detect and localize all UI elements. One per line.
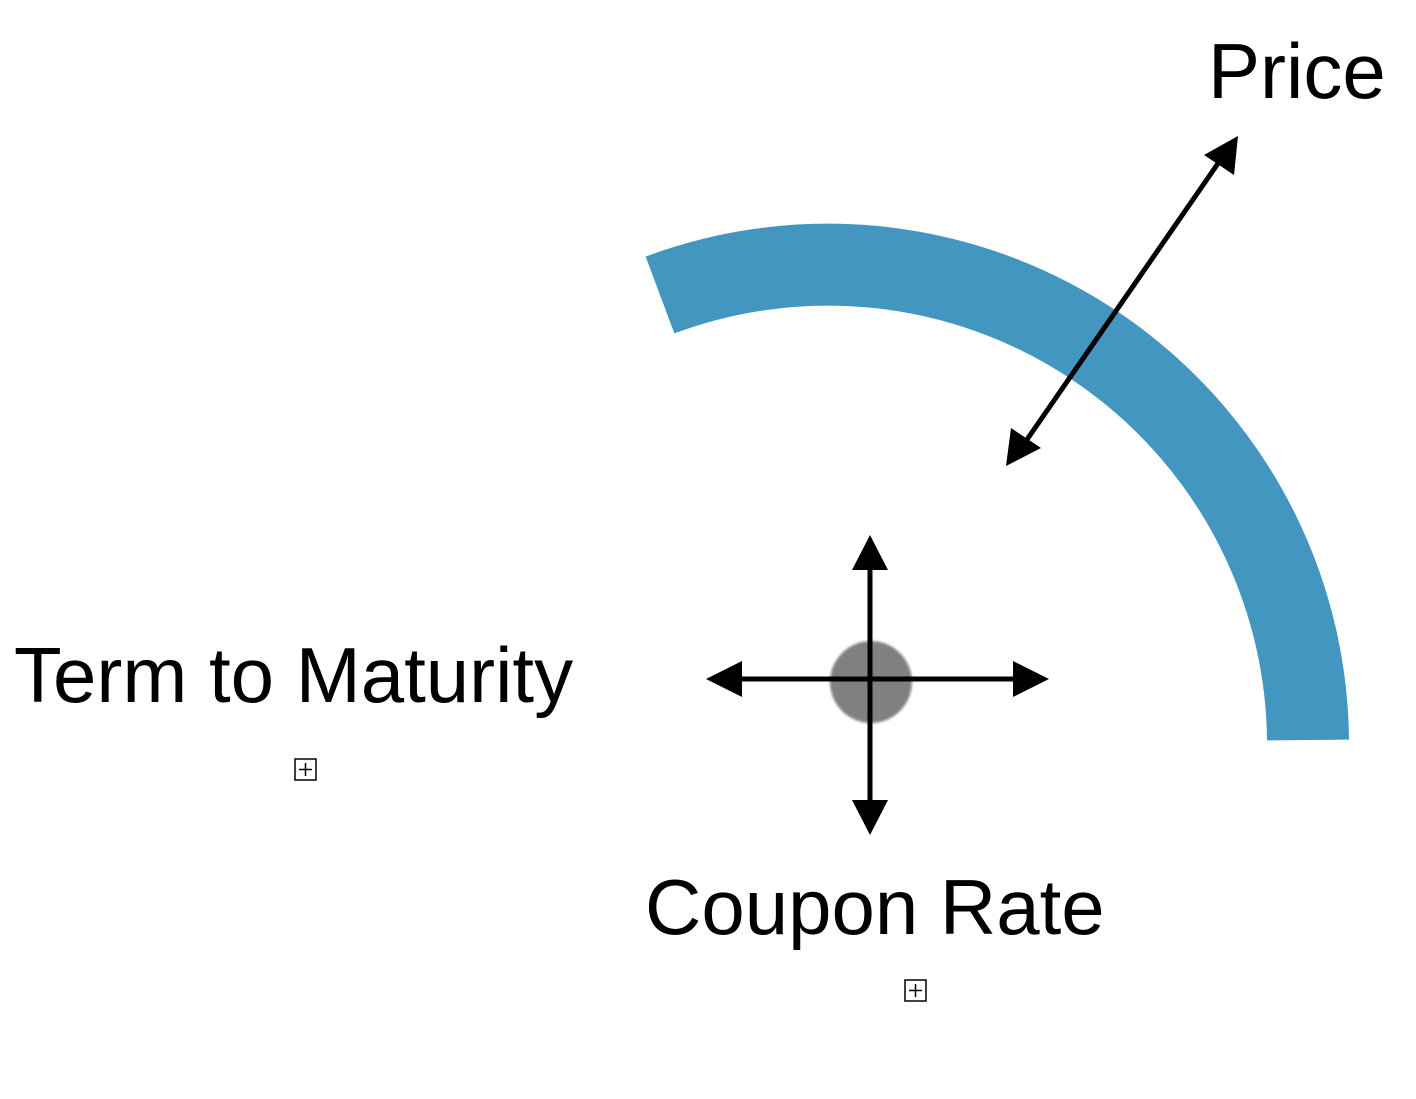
plus-box-icon[interactable] (294, 758, 317, 781)
price-arrow (1006, 136, 1238, 466)
price-label: Price (1208, 27, 1386, 115)
price-arc (645, 223, 1349, 741)
arrowhead-down (852, 800, 888, 835)
arrowhead-left (706, 661, 742, 697)
cross-arrows (706, 535, 1049, 835)
arrowhead-right (1013, 661, 1049, 697)
price-arrowhead-down (1006, 428, 1041, 466)
term-to-maturity-label: Term to Maturity (14, 631, 573, 719)
plus-box-icon[interactable] (904, 979, 927, 1002)
price-arrowhead-up (1204, 136, 1238, 175)
coupon-rate-label: Coupon Rate (645, 863, 1105, 951)
arrowhead-up (852, 535, 888, 570)
